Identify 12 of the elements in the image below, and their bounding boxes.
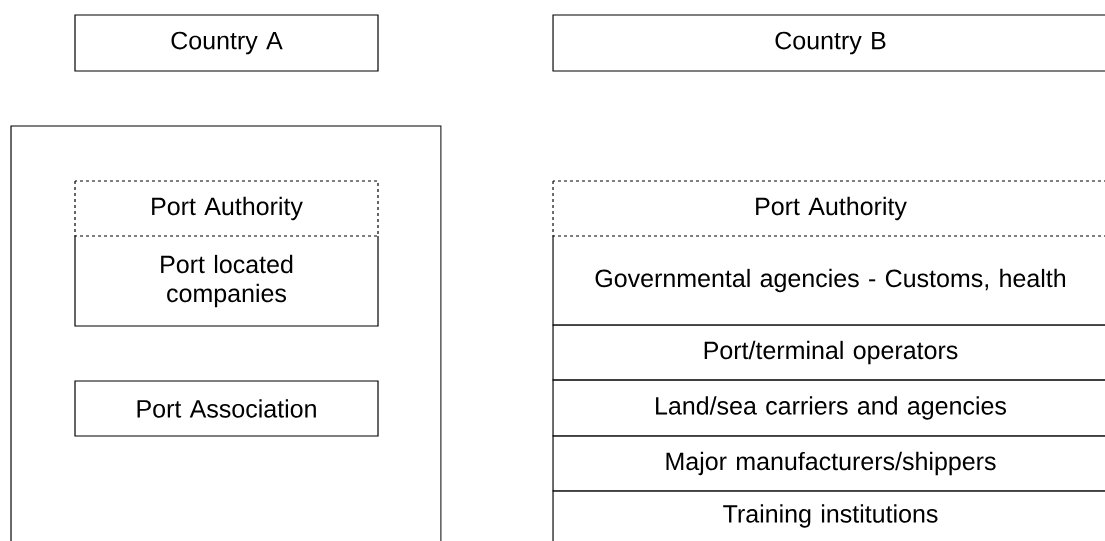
text-box: Training institutions — [552, 490, 1105, 541]
text-box: Port located companies — [74, 235, 379, 327]
text-box: Port/terminal operators — [552, 324, 1105, 381]
text-box: Port Authority — [74, 180, 379, 237]
heading-box: Country B — [552, 14, 1105, 72]
heading-box: Country A — [74, 14, 379, 72]
text-box: Major manufacturers/shippers — [552, 435, 1105, 492]
text-box: Governmental agencies - Customs, health — [552, 235, 1105, 326]
text-box: Port Authority — [552, 180, 1105, 237]
text-box: Land/sea carriers and agencies — [552, 379, 1105, 437]
text-box: Port Association — [74, 380, 379, 437]
group-frame — [10, 125, 442, 541]
